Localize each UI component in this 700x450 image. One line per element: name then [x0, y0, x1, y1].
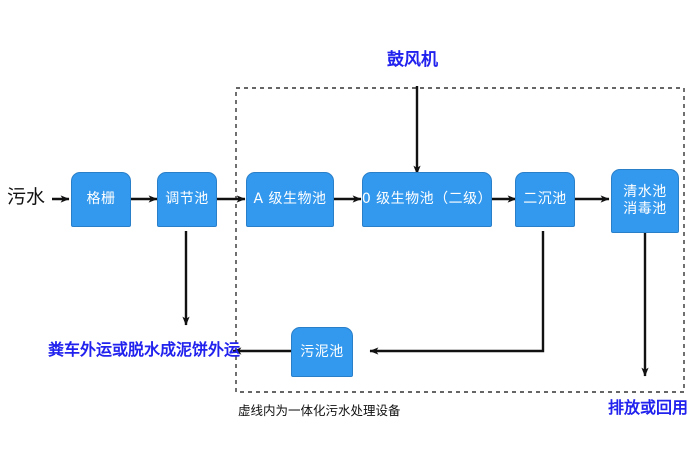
label-blower: 鼓风机 — [387, 50, 438, 70]
node-sludge-tank[interactable]: 污泥池 — [291, 327, 353, 377]
node-clear-water-disinfection-tank[interactable]: 清水池 消毒池 — [611, 169, 679, 233]
enclosure-caption: 虚线内为一体化污水处理设备 — [238, 403, 401, 418]
node-grille-label: 格栅 — [86, 191, 116, 208]
node-grille[interactable]: 格栅 — [71, 172, 131, 227]
node-o-stage-bio-tank-label: 0 级生物池（二级） — [361, 191, 493, 208]
node-a-stage-bio-tank[interactable]: A 级生物池 — [246, 172, 334, 227]
arrow-secondary-to-sludge-tank — [369, 231, 545, 355]
node-regulating-tank[interactable]: 调节池 — [157, 172, 217, 227]
label-effluent-discharge-reuse: 排放或回用 — [608, 398, 689, 417]
node-sludge-tank-label: 污泥池 — [300, 343, 344, 360]
node-a-stage-bio-tank-label: A 级生物池 — [253, 191, 327, 208]
label-sludge-disposal: 粪车外运或脱水成泥饼外运 — [48, 340, 241, 359]
node-clear-water-disinfection-tank-label: 清水池 消毒池 — [623, 184, 667, 217]
node-secondary-settling-tank-label: 二沉池 — [523, 191, 567, 208]
node-o-stage-bio-tank[interactable]: 0 级生物池（二级） — [362, 172, 492, 227]
node-secondary-settling-tank[interactable]: 二沉池 — [515, 172, 575, 227]
node-regulating-tank-label: 调节池 — [165, 191, 209, 208]
integrated-equipment-enclosure — [235, 87, 685, 393]
label-influent: 污水 — [7, 186, 46, 208]
